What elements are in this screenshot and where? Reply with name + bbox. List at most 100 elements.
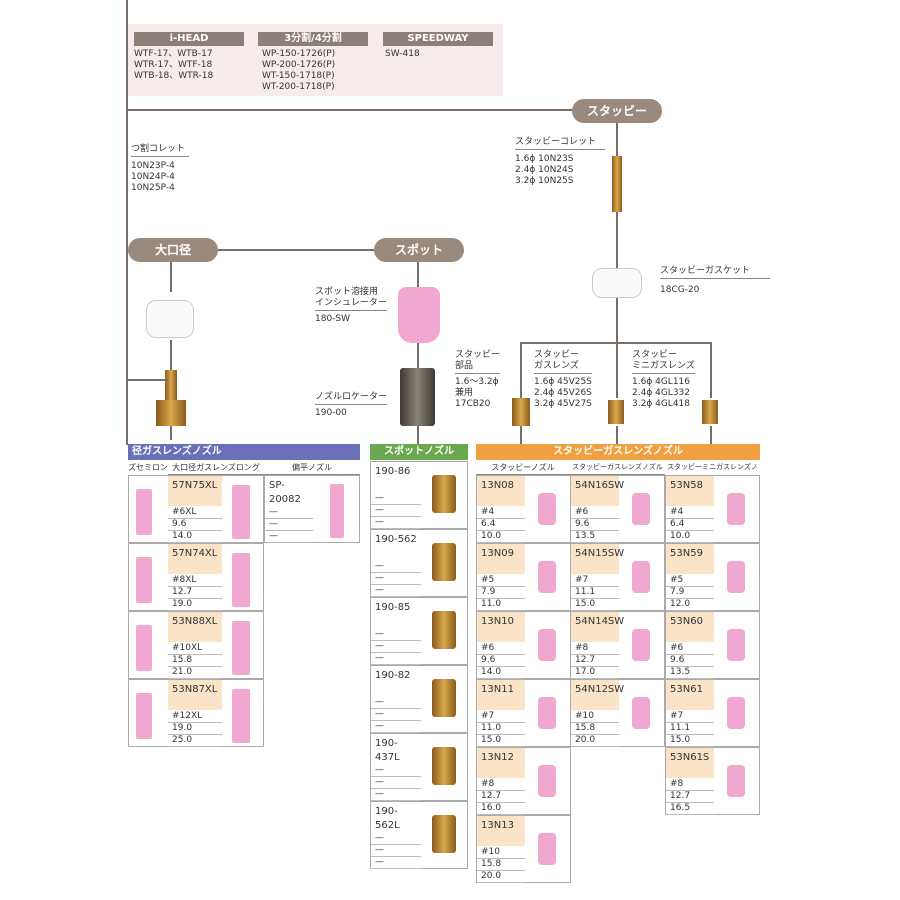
stubby-col-nozzle: スタッビーノズル <box>476 461 570 475</box>
stubby-nozzle-part-number: 53N61 <box>666 680 714 710</box>
nozzle-spec: #10XL <box>168 642 222 655</box>
long-nozzle-image <box>232 689 250 743</box>
stubby-nozzle-image <box>632 493 650 525</box>
connector-line <box>616 426 618 444</box>
nozzle-spec: 14.0 <box>168 530 222 543</box>
stubby-nozzle-spec: 6.4 <box>666 518 714 531</box>
nozzle-spec: #12XL <box>168 710 222 723</box>
spot-nozzle-part-number: 190-85 <box>371 598 421 628</box>
stubby-nozzle-spec: 13.5 <box>666 666 714 679</box>
split-header: 3分割/4分割 <box>258 32 368 46</box>
connector-line <box>417 426 419 444</box>
spot-nozzle-spec: — <box>371 492 421 505</box>
stubby-collet-image <box>612 156 622 212</box>
flat-nozzle-code: SP-20082 <box>265 476 313 506</box>
spot-nozzle-image <box>432 815 456 853</box>
nozzle-spec: #8XL <box>168 574 222 587</box>
stubby-nozzle-spec: 15.8 <box>571 722 619 735</box>
spot-nozzle-spec: — <box>371 832 421 845</box>
nozzle-locator-label: ノズルロケーター 190-00 <box>315 392 388 418</box>
stubby-nozzle-image <box>632 629 650 661</box>
stubby-nozzle-part-number: 53N60 <box>666 612 714 642</box>
stubby-nozzle-spec: #8 <box>666 778 714 791</box>
stubby-nozzle-spec: #4 <box>477 506 525 519</box>
stubby-collet-title: スタッビーコレット <box>515 137 605 150</box>
left-grid-title: 径ガスレンズノズル <box>128 444 360 460</box>
gasket-code: 18CG-20 <box>660 285 700 295</box>
stubby-nozzle-spec: 16.5 <box>666 802 714 815</box>
spot-nozzle-image <box>432 475 456 513</box>
stubby-nozzle-image <box>632 697 650 729</box>
nozzle-part-number: 57N74XL <box>168 544 222 574</box>
stubby-nozzle-spec: 12.0 <box>666 598 714 611</box>
stubby-nozzle-spec: 20.0 <box>477 870 525 883</box>
spot-nozzle-spec: — <box>371 764 421 777</box>
stubby-nozzle-spec: 15.0 <box>666 734 714 747</box>
connector-line <box>128 379 168 381</box>
spot-nozzle-part-number: 190-562L <box>371 802 421 832</box>
stubby-nozzle-spec: 11.1 <box>666 722 714 735</box>
nozzle-part-number: 53N88XL <box>168 612 222 642</box>
stubby-nozzle-spec: #5 <box>666 574 714 587</box>
nozzle-spec: 15.8 <box>168 654 222 667</box>
stubby-nozzle-spec: #4 <box>666 506 714 519</box>
stubby-nozzle-spec: 10.0 <box>666 530 714 543</box>
spot-oval: スポット <box>374 238 464 262</box>
collet-title: つ割コレット <box>131 144 189 157</box>
spot-nozzle-spec: — <box>371 516 421 529</box>
stubby-nozzle-image <box>538 629 556 661</box>
nozzle-spec: 19.0 <box>168 722 222 735</box>
long-nozzle-image <box>232 553 250 607</box>
semi-long-nozzle-image <box>136 693 152 739</box>
nozzle-locator-image <box>400 368 435 426</box>
spot-nozzle-part-number: 190-82 <box>371 666 421 696</box>
stubby-nozzle-spec: 16.0 <box>477 802 525 815</box>
spot-grid-title: スポットノズル <box>370 444 468 460</box>
spot-nozzle-spec: — <box>371 584 421 597</box>
nozzle-spec: 21.0 <box>168 666 222 679</box>
stubby-parts-image <box>512 398 530 426</box>
stubby-nozzle-spec: #10 <box>571 710 619 723</box>
ihead-header: i-HEAD <box>134 32 244 46</box>
spot-nozzle-spec: — <box>371 652 421 665</box>
large-diameter-base-image <box>156 400 186 426</box>
large-diameter-insulator-image <box>146 300 194 338</box>
connector-line <box>417 262 419 287</box>
semi-long-nozzle-image <box>136 625 152 671</box>
stubby-col-gaslens: スタッビーガスレンズノズル <box>570 461 665 475</box>
left-col-flat: 偏平ノズル <box>264 461 360 475</box>
flat-nozzle-spec: — <box>265 518 313 531</box>
spot-nozzle-part-number: 190-437L <box>371 734 421 764</box>
nozzle-part-number: 53N87XL <box>168 680 222 710</box>
stubby-nozzle-part-number: 54N15SW <box>571 544 624 574</box>
stubby-nozzle-spec: 7.9 <box>666 586 714 599</box>
stubby-nozzle-part-number: 54N14SW <box>571 612 624 642</box>
stubby-nozzle-spec: 13.5 <box>571 530 619 543</box>
stubby-nozzle-spec: 6.4 <box>477 518 525 531</box>
stubby-nozzle-image <box>727 765 745 797</box>
stubby-nozzle-part-number: 13N13 <box>477 816 525 846</box>
spot-nozzle-spec: — <box>371 560 421 573</box>
spot-nozzle-spec: — <box>371 720 421 733</box>
spot-nozzle-part-number: 190-86 <box>371 462 421 492</box>
stubby-nozzle-spec: 9.6 <box>666 654 714 667</box>
spot-nozzle-image <box>432 679 456 717</box>
connector-line <box>710 342 712 398</box>
spot-nozzle-spec: — <box>371 640 421 653</box>
connector-line <box>616 298 618 398</box>
stubby-nozzle-spec: #8 <box>571 642 619 655</box>
stubby-nozzle-image <box>727 493 745 525</box>
semi-long-nozzle-image <box>136 557 152 603</box>
stubby-grid-title: スタッビーガスレンズノズル <box>476 444 760 460</box>
stubby-nozzle-spec: #6 <box>477 642 525 655</box>
spot-nozzle-image <box>432 543 456 581</box>
stubby-nozzle-part-number: 54N12SW <box>571 680 624 710</box>
stubby-nozzle-spec: #7 <box>477 710 525 723</box>
large-diameter-body-image <box>165 370 177 402</box>
stubby-nozzle-part-number: 53N58 <box>666 476 714 506</box>
nozzle-spec: 12.7 <box>168 586 222 599</box>
spot-nozzle-spec: — <box>371 856 421 869</box>
spot-nozzle-spec: — <box>371 776 421 789</box>
